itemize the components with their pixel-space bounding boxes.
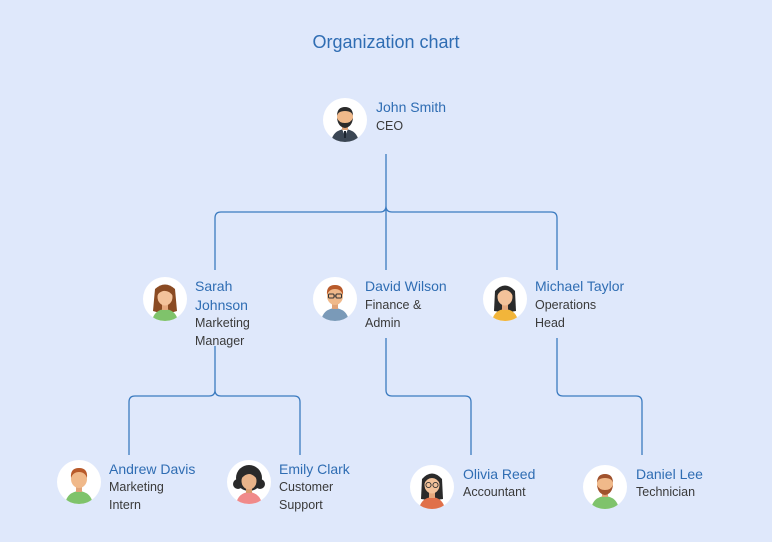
person-name-sarah-johnson-line2: Johnson (195, 297, 248, 313)
connector-ceo-to-managers (214, 154, 558, 270)
person-name-sarah-johnson-line1: Sarah (195, 278, 233, 294)
person-role-john-smith: CEO (376, 119, 404, 133)
connector-sarah-to-team (128, 346, 301, 455)
person-name-olivia-reed: Olivia Reed (463, 466, 536, 482)
person-role-sarah-johnson-line1: Marketing (195, 316, 250, 330)
man-glasses-avatar-icon (313, 277, 357, 321)
man-avatar-icon (57, 460, 101, 504)
person-role-michael-taylor-line1: Operations (535, 298, 597, 312)
person-role-daniel-lee: Technician (636, 485, 696, 499)
person-role-andrew-davis-line2: Intern (109, 498, 141, 512)
man-beard-avatar-icon (583, 465, 627, 509)
person-role-emily-clark-line2: Support (279, 498, 323, 512)
person-name-michael-taylor: Michael Taylor (535, 278, 625, 294)
woman-glasses-avatar-icon (410, 465, 454, 509)
person-role-david-wilson-line2: Admin (365, 316, 401, 330)
person-role-david-wilson-line1: Finance & (365, 298, 422, 312)
connector-david-to-olivia (385, 338, 472, 455)
person-name-daniel-lee: Daniel Lee (636, 466, 703, 482)
woman-curly-hair-avatar-icon (227, 460, 271, 504)
person-name-emily-clark: Emily Clark (279, 461, 350, 477)
woman-dark-hair-avatar-icon (483, 277, 527, 321)
person-role-emily-clark-line1: Customer (279, 480, 334, 494)
person-role-andrew-davis-line1: Marketing (109, 480, 164, 494)
woman-brown-hair-avatar-icon (143, 277, 187, 321)
chart-title: Organization chart (312, 32, 460, 52)
person-name-david-wilson: David Wilson (365, 278, 447, 294)
person-role-michael-taylor-line2: Head (535, 316, 565, 330)
person-name-andrew-davis: Andrew Davis (109, 461, 196, 477)
connector-michael-to-daniel (556, 338, 643, 455)
man-beard-avatar-icon (323, 98, 367, 142)
person-name-john-smith: John Smith (376, 99, 447, 115)
person-role-sarah-johnson-line2: Manager (195, 334, 245, 348)
person-role-olivia-reed: Accountant (463, 485, 526, 499)
